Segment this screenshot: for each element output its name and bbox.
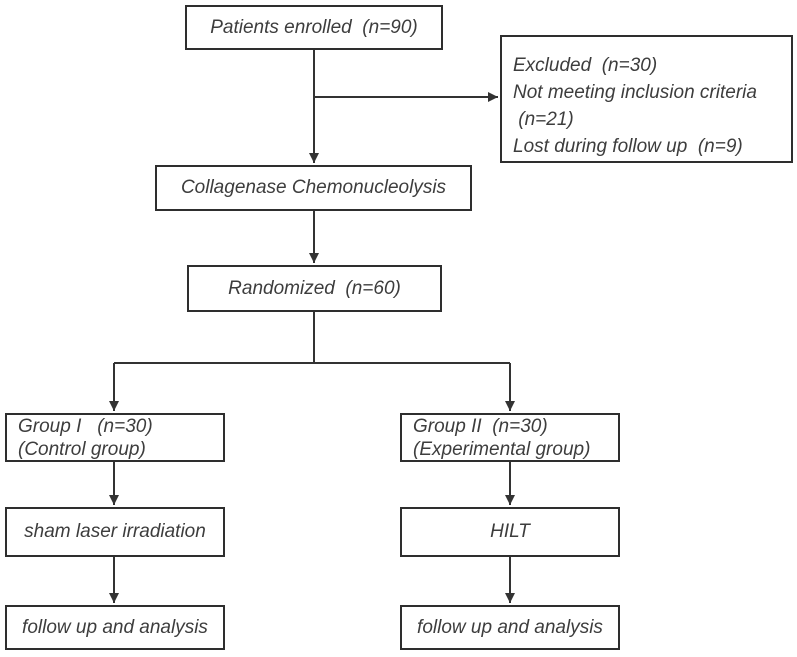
- node-label-line: Not meeting inclusion criteria: [513, 82, 757, 103]
- node-patients-enrolled: Patients enrolled (n=90): [185, 5, 443, 50]
- node-label-line: Group II (n=30): [413, 415, 548, 437]
- node-group1-control: Group I (n=30) (Control group): [5, 413, 225, 462]
- node-followup-analysis-right: follow up and analysis: [400, 605, 620, 650]
- node-label: follow up and analysis: [417, 616, 603, 638]
- node-collagenase-chemonucleolysis: Collagenase Chemonucleolysis: [155, 165, 472, 211]
- node-label: follow up and analysis: [22, 616, 208, 638]
- node-label-line: (n=21): [513, 109, 574, 130]
- node-label: sham laser irradiation: [24, 521, 206, 542]
- node-randomized: Randomized (n=60): [187, 265, 442, 312]
- node-label: HILT: [490, 521, 530, 542]
- node-label: Patients enrolled (n=90): [210, 16, 418, 38]
- node-label: Collagenase Chemonucleolysis: [180, 177, 447, 198]
- node-label-line: Group I (n=30): [18, 415, 153, 437]
- node-followup-analysis-left: follow up and analysis: [5, 605, 225, 650]
- node-sham-laser-irradiation: sham laser irradiation: [5, 507, 225, 557]
- node-group2-experimental: Group II (n=30) (Experimental group): [400, 413, 620, 462]
- node-hilt: HILT: [400, 507, 620, 557]
- node-excluded: Excluded (n=30) Not meeting inclusion cr…: [500, 35, 793, 163]
- node-label-line: (Experimental group): [413, 438, 591, 460]
- node-label-line: Excluded (n=30): [513, 55, 658, 76]
- node-label-line: (Control group): [18, 438, 146, 460]
- node-label-line: Lost during follow up (n=9): [513, 136, 743, 157]
- node-label: Randomized (n=60): [228, 277, 401, 299]
